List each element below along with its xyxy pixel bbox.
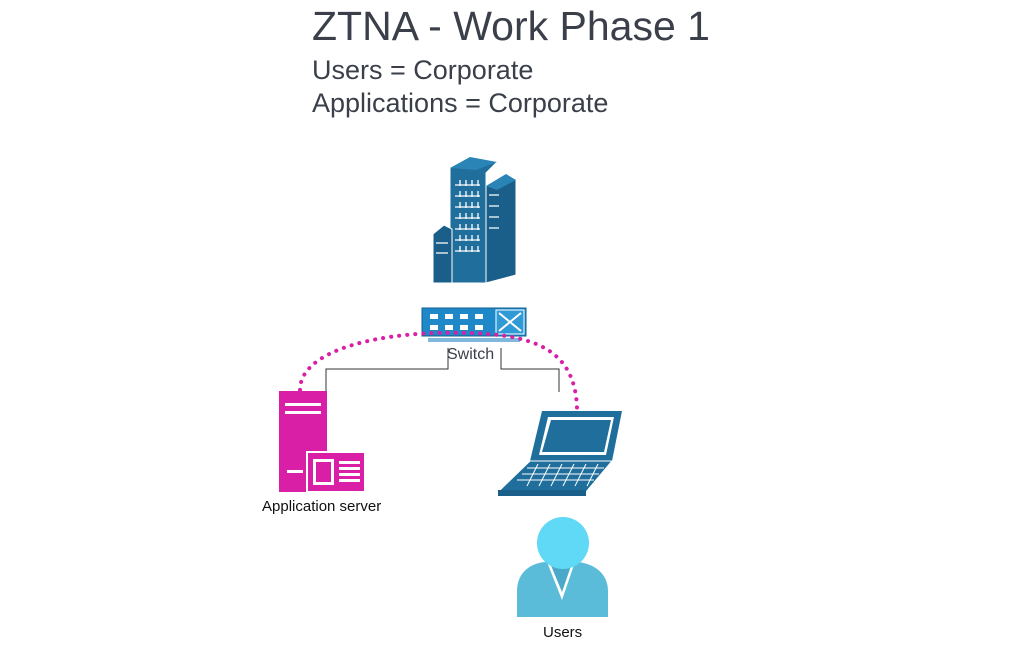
page-title: ZTNA - Work Phase 1 [312, 3, 710, 49]
connector-switch-to-laptop [500, 348, 560, 392]
ztna-dotted-path [298, 330, 579, 410]
users-label: Users [543, 624, 583, 641]
subtitle-users: Users = Corporate [312, 55, 534, 85]
network-switch-icon [421, 307, 527, 342]
subtitle-applications: Applications = Corporate [312, 88, 609, 118]
switch-label: Switch [447, 346, 495, 363]
connector-switch-to-app-server [325, 348, 449, 393]
application-server-icon [279, 391, 366, 493]
office-building-icon [432, 156, 517, 284]
user-icon [517, 517, 608, 617]
laptop-icon [496, 411, 622, 496]
application-server-label: Application server [262, 498, 382, 515]
